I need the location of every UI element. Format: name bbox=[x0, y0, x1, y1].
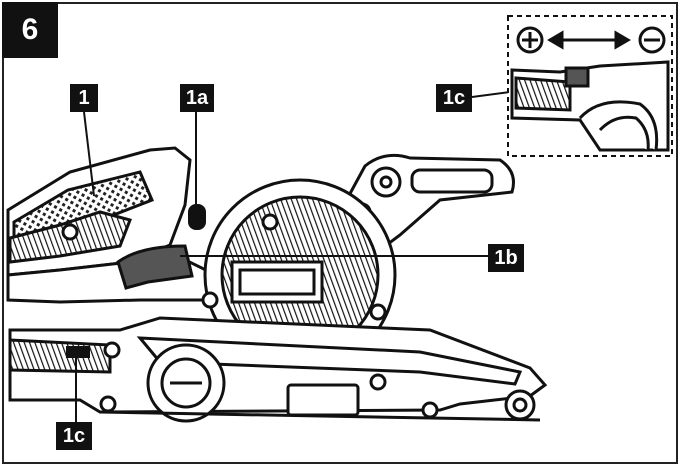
tracking-knob bbox=[66, 346, 90, 358]
minus-circle-icon bbox=[638, 26, 666, 54]
figure-number: 6 bbox=[2, 2, 58, 58]
double-arrow-icon bbox=[547, 30, 631, 50]
front-arm bbox=[338, 153, 515, 252]
callout-1a: 1a bbox=[180, 84, 214, 112]
callout-1b: 1b bbox=[488, 244, 524, 272]
callout-1: 1 bbox=[70, 84, 98, 112]
lock-on-button bbox=[188, 204, 206, 230]
callout-1c-inset: 1c bbox=[436, 84, 472, 112]
figure-frame bbox=[2, 2, 678, 464]
sander-base bbox=[8, 316, 548, 423]
callout-1c-base: 1c bbox=[56, 422, 92, 450]
tracking-inset bbox=[507, 15, 673, 157]
speed-trigger bbox=[116, 244, 194, 290]
plus-circle-icon bbox=[516, 26, 544, 54]
